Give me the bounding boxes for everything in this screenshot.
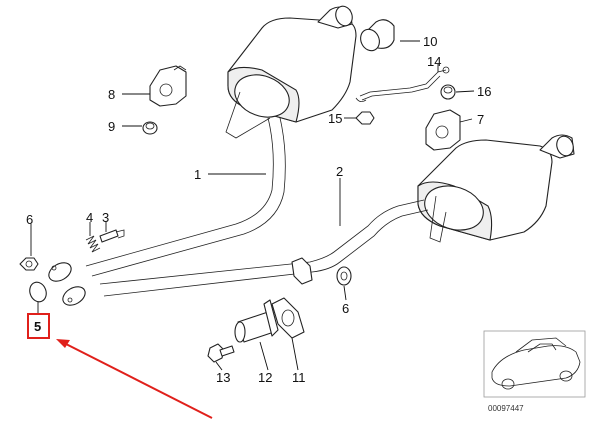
hex-nut-right (336, 266, 352, 286)
callout-13: 13 (216, 370, 230, 385)
callout-12: 12 (258, 370, 272, 385)
callout-16: 16 (477, 84, 491, 99)
hanger-bracket-front (149, 65, 187, 107)
sealing-ring (29, 281, 47, 303)
hanger-bracket-rear (425, 109, 461, 151)
callout-1: 1 (194, 167, 201, 182)
support-bracket (355, 66, 450, 102)
callout-5: 5 (34, 319, 41, 334)
front-flange (48, 262, 86, 306)
callout-11: 11 (292, 370, 306, 385)
hex-bolt (207, 343, 235, 363)
callout-8: 8 (108, 87, 115, 102)
highlighted-callout: 5 (27, 313, 213, 419)
callout-4: 4 (86, 210, 93, 225)
callout-6-right: 6 (342, 301, 349, 316)
callout-7: 7 (477, 112, 484, 127)
callout-3: 3 (102, 210, 109, 225)
callout-14: 14 (427, 54, 441, 69)
hex-nut-left (19, 257, 39, 271)
callout-6-left: 6 (26, 212, 33, 227)
collar-nut (355, 111, 375, 125)
vehicle-thumbnail (483, 330, 586, 398)
leader-lines (30, 40, 475, 371)
bolt (99, 229, 125, 243)
rubber-mount (142, 121, 158, 135)
highlight-box (27, 313, 50, 339)
spring (85, 235, 101, 253)
flange-gasket (271, 297, 305, 339)
reference-code: 00097447 (488, 404, 524, 413)
tailpipe-tip (360, 19, 395, 52)
highlight-arrow-shaft (65, 343, 213, 419)
callout-labels: 10 8 9 1 2 6 4 3 14 16 15 7 6 11 12 13 (26, 34, 491, 385)
callout-10: 10 (423, 34, 437, 49)
pipe-clamp (291, 257, 313, 285)
highlight-arrow-head (56, 339, 70, 348)
rubber-bushing (440, 84, 456, 100)
callout-9: 9 (108, 119, 115, 134)
connecting-pipe (234, 299, 279, 343)
callout-15: 15 (328, 111, 342, 126)
exhaust-pipes (85, 91, 447, 297)
front-muffler (227, 5, 357, 123)
callout-2: 2 (336, 164, 343, 179)
rear-muffler (417, 134, 575, 241)
